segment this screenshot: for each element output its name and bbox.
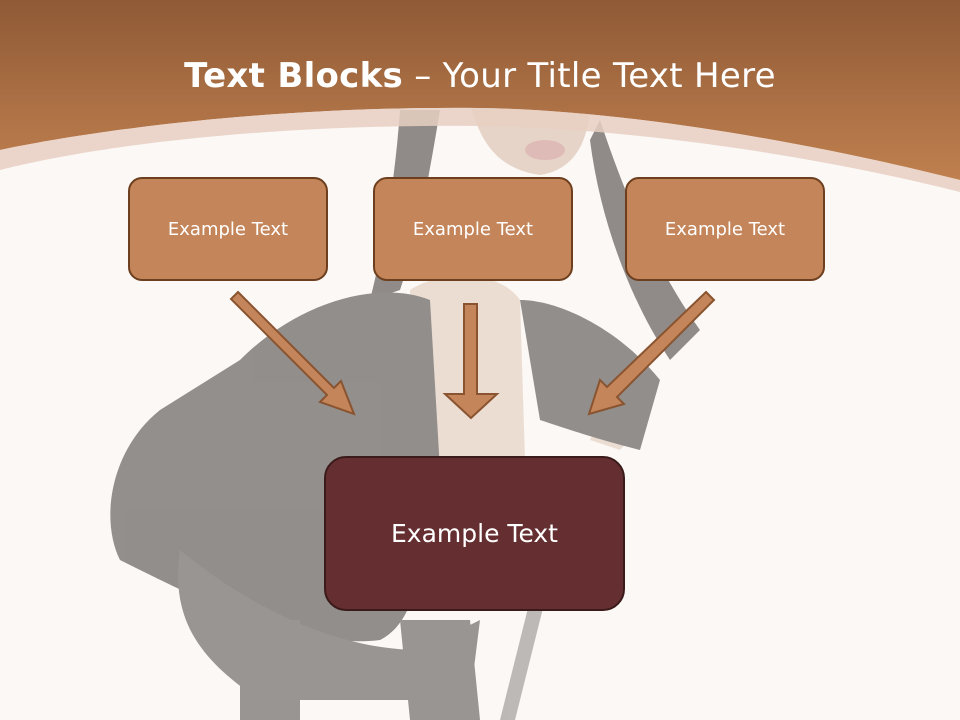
header-band [0, 0, 960, 192]
text-block-2[interactable]: Example Text [373, 177, 573, 281]
center-text-block[interactable]: Example Text [324, 456, 625, 611]
text-block-1-label: Example Text [167, 218, 289, 240]
title-bold: Text Blocks [184, 56, 404, 96]
arrow-left [229, 290, 356, 416]
title-dash: – [403, 56, 443, 96]
arrow-middle [442, 303, 500, 420]
text-block-2-label: Example Text [412, 218, 534, 240]
text-block-3[interactable]: Example Text [625, 177, 825, 281]
center-text-block-label: Example Text [391, 519, 558, 548]
page-title: Text Blocks – Your Title Text Here [0, 56, 960, 96]
text-block-1[interactable]: Example Text [128, 177, 328, 281]
arrow-right [587, 290, 716, 416]
title-rest: Your Title Text Here [442, 56, 776, 96]
text-block-3-label: Example Text [664, 218, 786, 240]
